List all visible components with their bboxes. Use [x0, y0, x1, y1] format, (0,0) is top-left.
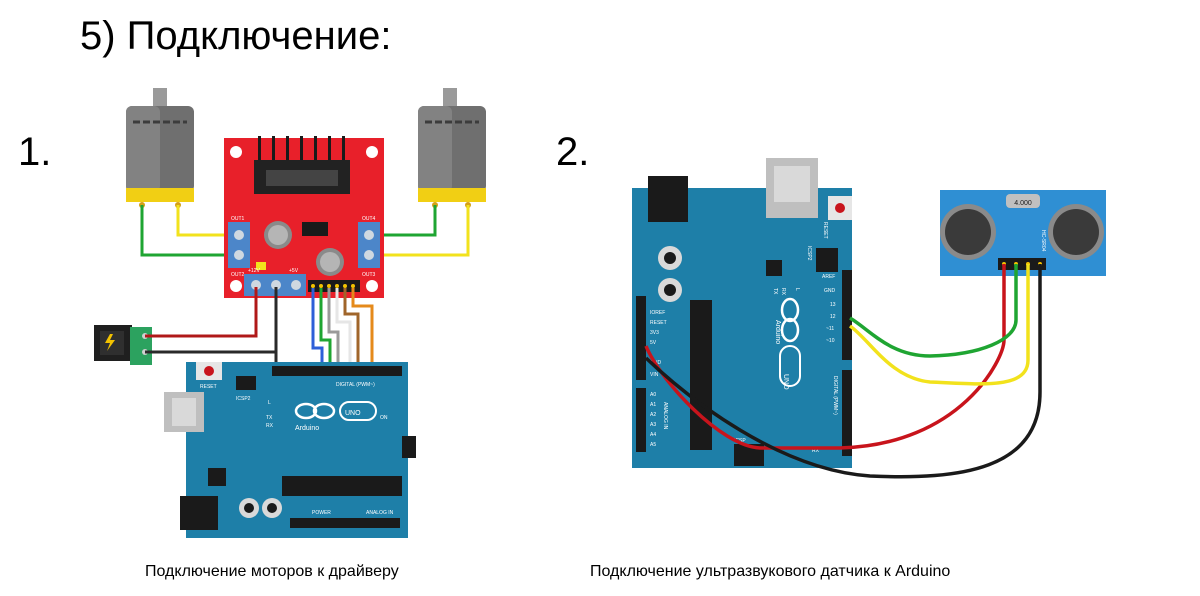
wire-motor-right-green	[372, 205, 437, 237]
label-l-2: L	[794, 288, 800, 291]
label-a3: A3	[650, 422, 656, 428]
label-uno-2: UNO	[782, 374, 789, 390]
label-10: ~10	[826, 338, 835, 344]
motor-driver-board: OUT1 OUT2 OUT3 OUT4 +12V +5V	[224, 136, 384, 298]
label-a0: A0	[650, 392, 656, 398]
label-12v: +12V	[248, 268, 260, 274]
label-digital-1: DIGITAL (PWM~)	[336, 382, 375, 388]
motor-right	[418, 88, 486, 208]
diagram-ultrasonic: UNO Arduino RESET ICSP2 ICSP TX RX L ARE…	[632, 158, 1106, 479]
caption-motor-driver: Подключение моторов к драйверу	[145, 563, 399, 580]
label-13: 13	[830, 302, 836, 308]
label-power-1: POWER	[312, 510, 331, 516]
label-ioref-2: IOREF	[650, 310, 665, 316]
label-rx-2: RX	[780, 288, 786, 296]
motor-left	[126, 88, 194, 208]
sensor-model: HC-SR04	[1040, 230, 1046, 252]
slide-title: 5) Подключение:	[80, 14, 392, 58]
label-analog-1: ANALOG IN	[366, 510, 394, 516]
label-a1: A1	[650, 402, 656, 408]
caption-ultrasonic: Подключение ультразвукового датчика к Ar…	[590, 563, 951, 580]
wire-power-red	[145, 287, 258, 338]
label-gnd-2: GND	[824, 288, 836, 294]
sensor-display: 4.000	[1014, 200, 1032, 207]
label-l-1: L	[268, 400, 271, 406]
label-analog-2: ANALOG IN	[662, 402, 668, 430]
section-number-1: 1.	[18, 130, 52, 174]
label-tx-2: TX	[772, 288, 778, 295]
wire-gnd-black	[644, 264, 1042, 479]
ultrasonic-sensor: 4.000 HC-SR04	[940, 190, 1106, 276]
label-rx-1: RX	[266, 423, 274, 429]
label-12: 12	[830, 314, 836, 320]
section-number-2: 2.	[556, 130, 590, 174]
label-out1: OUT1	[231, 216, 245, 222]
label-aref-2: AREF	[822, 274, 835, 280]
label-arduino-1: Arduino	[295, 425, 319, 432]
arduino-uno-1: UNO Arduino RESET ICSP2 TX RX L ON DIGIT…	[164, 362, 416, 538]
power-jack	[94, 325, 152, 365]
label-a5: A5	[650, 442, 656, 448]
wire-echo-yellow	[848, 264, 1030, 386]
wire-motor-left-yellow	[176, 205, 240, 237]
label-uno-1: UNO	[345, 410, 361, 417]
label-a4: A4	[650, 432, 656, 438]
label-out3: OUT3	[362, 272, 376, 278]
label-a2: A2	[650, 412, 656, 418]
label-11: ~11	[826, 326, 834, 332]
label-out4: OUT4	[362, 216, 376, 222]
label-out2: OUT2	[231, 272, 245, 278]
label-icsp2-2: ICSP2	[806, 246, 812, 261]
label-icsp2-1: ICSP2	[236, 396, 251, 402]
arduino-logo-2	[779, 297, 801, 387]
label-3v3-2: 3V3	[650, 330, 659, 336]
label-5v: +5V	[289, 268, 299, 274]
label-reset-pin-2: RESET	[650, 320, 667, 326]
wire-vcc-red	[644, 264, 1006, 450]
label-arduino-2: Arduino	[774, 320, 781, 344]
label-vin-2: VIN	[650, 372, 659, 378]
label-digital-2: DIGITAL (PWM~)	[832, 376, 838, 415]
label-5v-2: 5V	[650, 340, 657, 346]
label-reset-1: RESET	[200, 384, 217, 390]
label-rx0-2: RX	[812, 448, 820, 454]
label-tx-1: TX	[266, 415, 273, 421]
wire-motor-right-yellow	[372, 205, 470, 257]
wire-trig-green	[849, 264, 1018, 358]
label-reset-2: RESET	[822, 222, 828, 239]
label-on-1: ON	[380, 415, 388, 421]
arduino-uno-2: UNO Arduino RESET ICSP2 ICSP TX RX L ARE…	[632, 158, 852, 468]
diagram-motor-driver: OUT1 OUT2 OUT3 OUT4 +12V +5V	[94, 88, 486, 538]
arduino-logo-1	[294, 401, 377, 421]
